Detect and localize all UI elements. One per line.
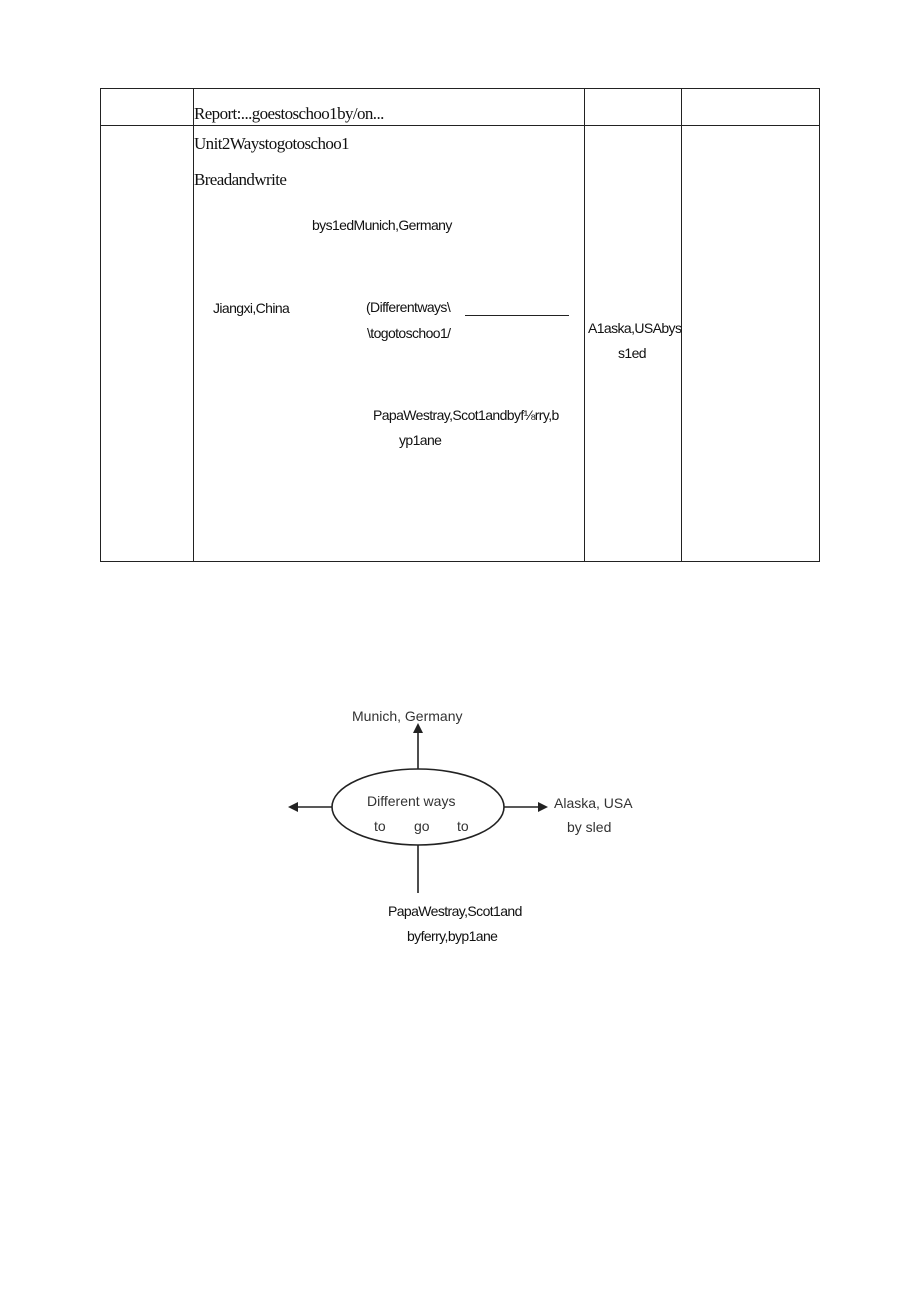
- alaska-line2: s1ed: [618, 345, 647, 361]
- diagram-right-line2: by sled: [567, 819, 612, 835]
- table-column-divider-3: [681, 88, 682, 562]
- different-ways-line2: \togotoschoo1/: [367, 325, 451, 341]
- table-border-row-divider: [100, 125, 820, 126]
- diagram-right-line1: Alaska, USA: [554, 795, 633, 811]
- table-border-right: [819, 88, 820, 562]
- unit-title: Unit2Waystogotoschoo1: [194, 134, 350, 153]
- diagram-center-line1: Different ways: [367, 793, 456, 809]
- diagram-center-to-1: to: [374, 818, 386, 834]
- diagram-center-to-2: to: [457, 818, 469, 834]
- different-ways-underline: [465, 315, 569, 316]
- jiangxi-label: Jiangxi,China: [213, 300, 290, 316]
- diagram-center-go: go: [414, 818, 430, 834]
- arrow-right-head: [538, 802, 548, 812]
- report-text: Report:...goestoschoo1by/on...: [194, 104, 384, 123]
- table-column-divider-1: [193, 88, 194, 562]
- papa-westray-line1: PapaWestray,Scot1andbyf⅛rry,b: [373, 407, 559, 423]
- papa-westray-line2: yp1ane: [399, 432, 442, 448]
- arrow-up-head: [413, 723, 423, 733]
- diagram-top-label: Munich, Germany: [352, 708, 463, 724]
- diagram-bottom-line1: PapaWestray,Scot1and: [388, 903, 522, 919]
- table-border-bottom: [100, 561, 820, 562]
- different-ways-line1: (Differentways\: [366, 299, 451, 315]
- table-column-divider-2: [584, 88, 585, 562]
- arrow-left-head: [288, 802, 298, 812]
- table-border-left: [100, 88, 101, 562]
- alaska-line1: A1aska,USAbys: [588, 320, 682, 336]
- diagram-bottom-line2: byferry,byp1ane: [407, 928, 498, 944]
- unit-subtitle: Breadandwrite: [194, 170, 287, 189]
- munich-label: bys1edMunich,Germany: [312, 217, 452, 233]
- table-border-top: [100, 88, 820, 89]
